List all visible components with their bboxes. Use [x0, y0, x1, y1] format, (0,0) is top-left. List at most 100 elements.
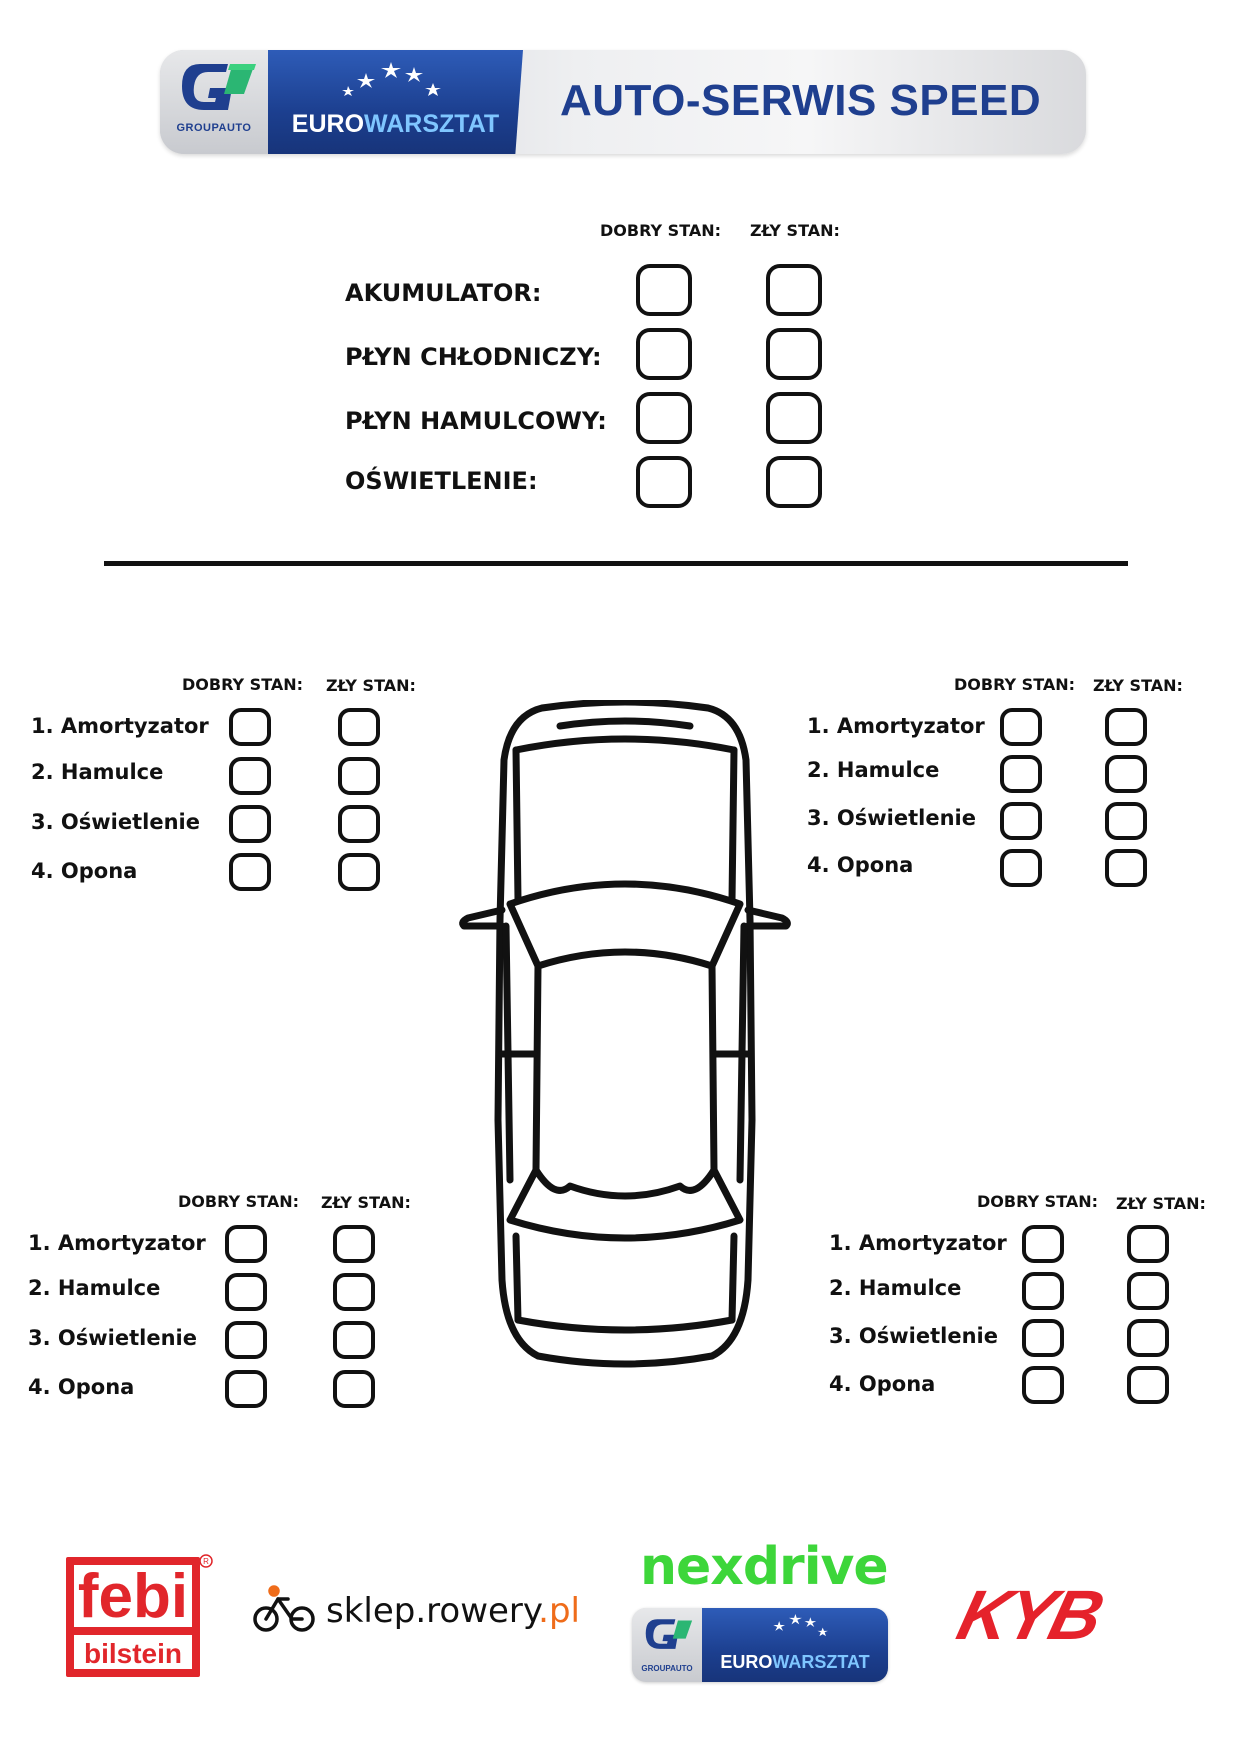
bicycle-icon: [253, 1585, 315, 1632]
rl-bad-checkbox-amortyzator[interactable]: [333, 1225, 375, 1263]
mini-groupauto-g-icon: [645, 1619, 693, 1649]
stars-icon: [342, 62, 441, 96]
groupauto-g-icon: [182, 64, 256, 110]
kyb-logo: KYB: [950, 1576, 1109, 1654]
top-bad-header: ZŁY STAN:: [750, 221, 840, 240]
rl-bad-header: ZŁY STAN:: [321, 1193, 411, 1212]
fl-good-checkbox-opona[interactable]: [229, 853, 271, 891]
fr-good-header: DOBRY STAN:: [954, 675, 1076, 694]
fr-bad-header: ZŁY STAN:: [1093, 676, 1183, 695]
rr-item-amortyzator: 1. Amortyzator: [829, 1231, 1007, 1255]
fl-bad-checkbox-amortyzator[interactable]: [338, 708, 380, 746]
fr-bad-checkbox-amortyzator[interactable]: [1105, 708, 1147, 746]
fr-good-checkbox-amortyzator[interactable]: [1000, 708, 1042, 746]
rl-good-checkbox-oswietlenie[interactable]: [225, 1321, 267, 1359]
rr-bad-checkbox-opona[interactable]: [1127, 1366, 1169, 1404]
fl-item-hamulce: 2. Hamulce: [31, 760, 164, 784]
top-good-checkbox-plyn-chlodniczy[interactable]: [636, 328, 692, 380]
fr-good-checkbox-oswietlenie[interactable]: [1000, 802, 1042, 840]
top-bad-checkbox-oswietlenie[interactable]: [766, 456, 822, 508]
fr-item-hamulce: 2. Hamulce: [807, 758, 940, 782]
fl-bad-checkbox-hamulce[interactable]: [338, 757, 380, 795]
rl-good-checkbox-opona[interactable]: [225, 1370, 267, 1408]
rr-bad-checkbox-hamulce[interactable]: [1127, 1272, 1169, 1310]
febi-text: febi: [78, 1562, 188, 1631]
fl-bad-checkbox-oswietlenie[interactable]: [338, 805, 380, 843]
rr-bad-header: ZŁY STAN:: [1116, 1194, 1206, 1213]
rl-good-checkbox-amortyzator[interactable]: [225, 1225, 267, 1263]
bilstein-text: bilstein: [84, 1638, 182, 1669]
sklep-main-text: sklep.rowery: [326, 1591, 539, 1631]
fr-bad-checkbox-hamulce[interactable]: [1105, 755, 1147, 793]
top-label-plyn-chlodniczy: PŁYN CHŁODNICZY:: [345, 343, 602, 371]
mini-euro-suffix: WARSZTAT: [772, 1652, 870, 1672]
mini-stars-icon: [773, 1614, 828, 1637]
rr-good-checkbox-oswietlenie[interactable]: [1022, 1319, 1064, 1357]
top-good-checkbox-plyn-hamulcowy[interactable]: [636, 392, 692, 444]
fl-item-amortyzator: 1. Amortyzator: [31, 714, 209, 738]
nexdrive-logo: nexdrive: [640, 1537, 889, 1597]
fl-bad-header: ZŁY STAN:: [326, 676, 416, 695]
rl-bad-checkbox-opona[interactable]: [333, 1370, 375, 1408]
fr-bad-checkbox-opona[interactable]: [1105, 849, 1147, 887]
rl-item-oswietlenie: 3. Oświetlenie: [28, 1326, 197, 1350]
rr-good-checkbox-amortyzator[interactable]: [1022, 1225, 1064, 1263]
rl-good-header: DOBRY STAN:: [178, 1192, 300, 1211]
fl-item-oswietlenie: 3. Oświetlenie: [31, 810, 200, 834]
fl-good-checkbox-oswietlenie[interactable]: [229, 805, 271, 843]
rr-item-hamulce: 2. Hamulce: [829, 1276, 962, 1300]
euro-suffix: WARSZTAT: [364, 110, 500, 138]
mini-groupauto-caption: GROUPAUTO: [641, 1664, 693, 1673]
sklep-tld-text: .pl: [538, 1591, 581, 1631]
groupauto-logo: GROUPAUTO: [160, 50, 268, 154]
top-good-checkbox-oswietlenie[interactable]: [636, 456, 692, 508]
fl-bad-checkbox-opona[interactable]: [338, 853, 380, 891]
car-top-view-diagram: [459, 700, 791, 1368]
sklep-rowery-logo: sklep.rowery.pl: [326, 1591, 580, 1631]
top-label-akumulator: AKUMULATOR:: [345, 279, 542, 307]
fl-item-opona: 4. Opona: [31, 859, 138, 883]
rr-good-checkbox-opona[interactable]: [1022, 1366, 1064, 1404]
rl-bad-checkbox-oswietlenie[interactable]: [333, 1321, 375, 1359]
eurowarsztat-text: EUROWARSZTAT: [268, 110, 523, 139]
rl-good-checkbox-hamulce[interactable]: [225, 1273, 267, 1311]
eurowarsztat-small-logo: GROUPAUTO EUROWARSZTAT: [632, 1608, 888, 1682]
euro-prefix: EURO: [291, 110, 365, 138]
top-bad-checkbox-akumulator[interactable]: [766, 264, 822, 316]
header-banner: GROUPAUTO EUROWARSZTAT AUTO-SERWIS SPEED: [160, 50, 1086, 154]
rl-bad-checkbox-hamulce[interactable]: [333, 1273, 375, 1311]
rr-item-opona: 4. Opona: [829, 1372, 936, 1396]
fr-bad-checkbox-oswietlenie[interactable]: [1105, 802, 1147, 840]
eurowarsztat-panel: EUROWARSZTAT: [268, 50, 523, 154]
top-good-checkbox-akumulator[interactable]: [636, 264, 692, 316]
rl-item-hamulce: 2. Hamulce: [28, 1276, 161, 1300]
rr-good-checkbox-hamulce[interactable]: [1022, 1272, 1064, 1310]
page-title: AUTO-SERWIS SPEED: [560, 76, 1042, 125]
svg-text:R: R: [203, 1557, 209, 1566]
rl-item-opona: 4. Opona: [28, 1375, 135, 1399]
mini-euro-prefix: EURO: [720, 1652, 773, 1672]
rr-bad-checkbox-oswietlenie[interactable]: [1127, 1319, 1169, 1357]
rr-good-header: DOBRY STAN:: [977, 1192, 1099, 1211]
groupauto-caption: GROUPAUTO: [176, 122, 252, 134]
febi-bilstein-logo: febi bilstein R: [66, 1554, 213, 1677]
mini-groupauto-tile: GROUPAUTO: [632, 1608, 702, 1682]
fl-good-checkbox-amortyzator[interactable]: [229, 708, 271, 746]
fr-good-checkbox-opona[interactable]: [1000, 849, 1042, 887]
top-label-oswietlenie: OŚWIETLENIE:: [345, 467, 538, 495]
fl-good-header: DOBRY STAN:: [182, 675, 304, 694]
rr-item-oswietlenie: 3. Oświetlenie: [829, 1324, 998, 1348]
top-label-plyn-hamulcowy: PŁYN HAMULCOWY:: [345, 407, 607, 435]
top-bad-checkbox-plyn-chlodniczy[interactable]: [766, 328, 822, 380]
rl-item-amortyzator: 1. Amortyzator: [28, 1231, 206, 1255]
mini-eurowarsztat-panel: EUROWARSZTAT: [702, 1608, 888, 1682]
fr-item-oswietlenie: 3. Oświetlenie: [807, 806, 976, 830]
section-divider: [104, 561, 1128, 566]
fr-item-amortyzator: 1. Amortyzator: [807, 714, 985, 738]
top-bad-checkbox-plyn-hamulcowy[interactable]: [766, 392, 822, 444]
fl-good-checkbox-hamulce[interactable]: [229, 757, 271, 795]
fr-good-checkbox-hamulce[interactable]: [1000, 755, 1042, 793]
rr-bad-checkbox-amortyzator[interactable]: [1127, 1225, 1169, 1263]
top-good-header: DOBRY STAN:: [600, 221, 722, 240]
mini-eurowarsztat-text: EUROWARSZTAT: [702, 1652, 888, 1673]
